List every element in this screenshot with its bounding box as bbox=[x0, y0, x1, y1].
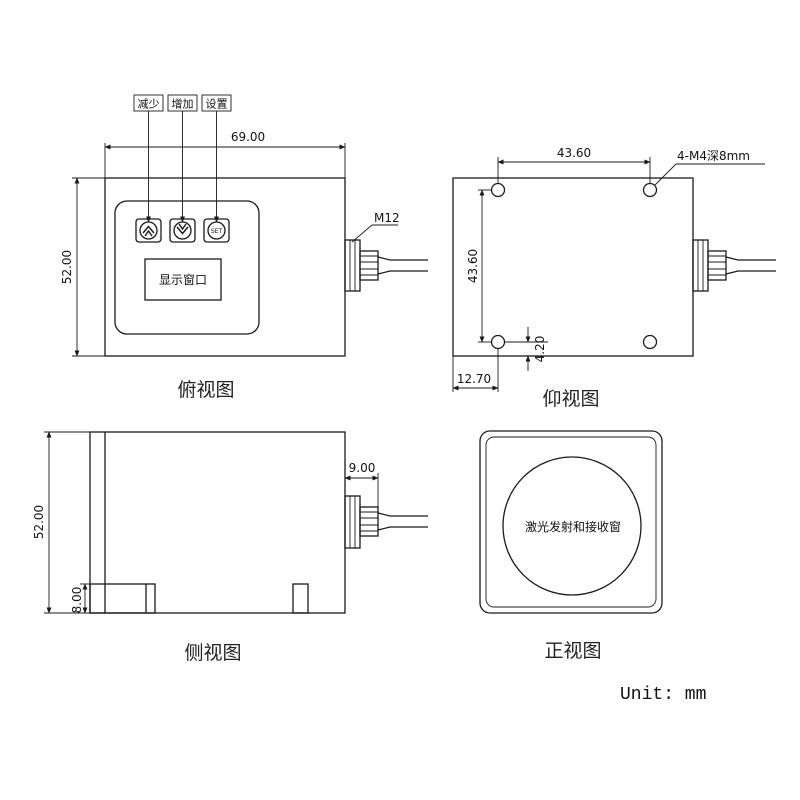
top-view-title: 俯视图 bbox=[177, 379, 234, 401]
foot bbox=[89, 583, 156, 614]
unit-label: Unit: mm bbox=[620, 685, 706, 705]
hole-offset-y-dimension: 4.20 bbox=[533, 336, 547, 363]
laser-window-label: 激光发射和接收窗 bbox=[525, 519, 621, 534]
connector-offset-dimension: 9.00 bbox=[349, 461, 376, 475]
laser-window bbox=[502, 456, 642, 596]
side-view: 9.00 52.00 8.00 侧视图 bbox=[32, 431, 428, 664]
set-key-label: SET bbox=[211, 228, 223, 235]
display-window-label: 显示窗口 bbox=[159, 273, 207, 287]
mount-hole bbox=[490, 334, 506, 350]
side-height-dimension: 52.00 bbox=[32, 505, 46, 539]
increase-label: 增加 bbox=[172, 97, 194, 111]
display-window bbox=[144, 258, 222, 301]
mount-hole-spec: 4-M4深8mm bbox=[677, 149, 750, 163]
front-view-body bbox=[479, 430, 663, 614]
side-view-body bbox=[89, 431, 346, 614]
cable-connector bbox=[344, 239, 428, 292]
top-width-dimension: 69.00 bbox=[231, 130, 265, 144]
top-view: SET 减少 增加 设置 显示窗口 M12 bbox=[60, 94, 428, 401]
foot bbox=[292, 583, 309, 614]
hole-spacing-y-dimension: 43.60 bbox=[466, 249, 480, 283]
front-view-bezel bbox=[485, 436, 657, 608]
set-label: 设置 bbox=[206, 98, 228, 111]
mount-hole bbox=[490, 182, 506, 198]
mount-hole bbox=[642, 334, 658, 350]
top-height-dimension: 52.00 bbox=[60, 250, 74, 284]
control-panel bbox=[114, 200, 260, 335]
bottom-view-title: 仰视图 bbox=[542, 388, 599, 410]
increase-button bbox=[169, 218, 196, 243]
front-view: 激光发射和接收窗 正视图 bbox=[479, 430, 663, 662]
hole-offset-x-dimension: 12.70 bbox=[457, 372, 491, 386]
decrease-button bbox=[135, 218, 162, 243]
bottom-view: 43.60 4-M4深8mm 43.60 4.20 12.70 仰视图 bbox=[452, 146, 776, 410]
front-view-title: 正视图 bbox=[544, 640, 601, 662]
foot-height-dimension: 8.00 bbox=[70, 587, 84, 614]
side-view-title: 侧视图 bbox=[184, 642, 241, 664]
chevron-down-icon bbox=[176, 223, 189, 235]
cable-thread-label: M12 bbox=[374, 211, 400, 225]
bottom-view-body bbox=[452, 177, 694, 357]
cable-connector bbox=[344, 495, 428, 549]
decrease-label: 减少 bbox=[138, 98, 160, 111]
mount-hole bbox=[642, 182, 658, 198]
hole-spacing-x-dimension: 43.60 bbox=[557, 146, 591, 160]
top-view-body bbox=[104, 177, 346, 357]
cable-connector bbox=[692, 239, 776, 292]
chevron-up-icon bbox=[142, 225, 155, 237]
set-button: SET bbox=[203, 218, 230, 243]
